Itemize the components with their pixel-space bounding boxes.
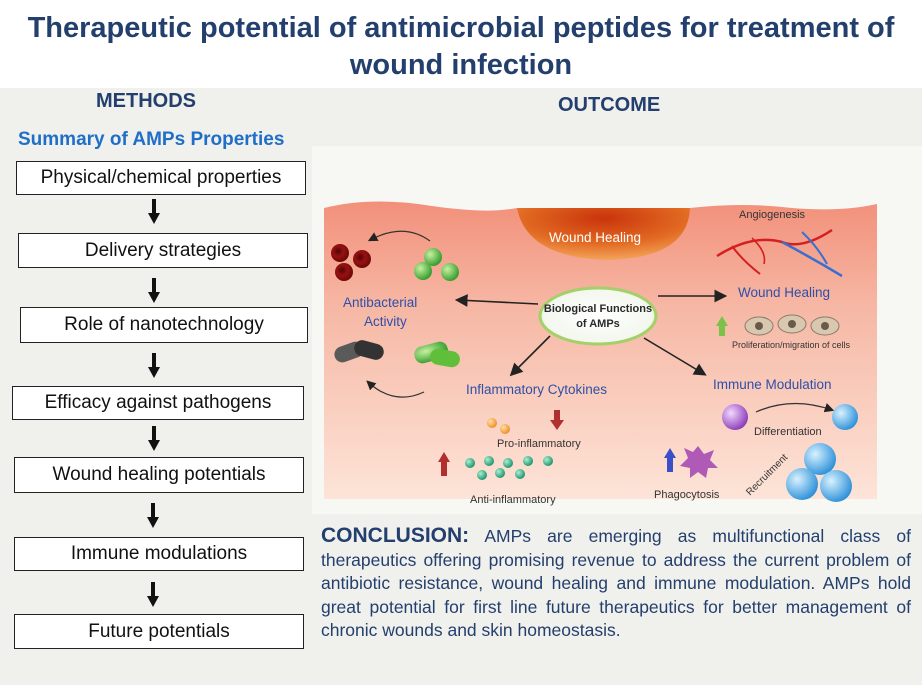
amp-sphere-icon (441, 263, 459, 281)
antibacterial-label-line2: Activity (364, 314, 407, 329)
differentiation-label: Differentiation (754, 426, 822, 438)
down-arrow-icon (148, 426, 160, 451)
down-arrow-icon (147, 582, 159, 607)
center-label-line2: of AMPs (576, 318, 620, 330)
inflammatory-cytokines-label: Inflammatory Cytokines (466, 382, 607, 397)
step-nanotechnology: Role of nanotechnology (20, 307, 308, 343)
pro-cytokine-icon (500, 424, 510, 434)
amp-sphere-icon (424, 248, 442, 266)
immune-cell-icon (786, 468, 818, 500)
center-label-line1: Biological Functions (544, 303, 652, 315)
step-immune-modulations: Immune modulations (14, 537, 304, 571)
blood-vessel-icon (716, 228, 833, 258)
monocyte-icon (722, 404, 748, 430)
bacteria-icon (353, 250, 371, 268)
cell-nucleus-icon (788, 320, 796, 328)
arrow-to-antibacterial (454, 294, 539, 307)
up-arrow-red-icon (438, 452, 450, 476)
cell-nucleus-icon (755, 322, 763, 330)
down-arrow-icon (148, 353, 160, 378)
up-arrow-blue-icon (664, 448, 676, 472)
up-arrow-green-icon (716, 316, 728, 336)
immune-cell-icon (820, 470, 852, 502)
blood-vessel-icon (801, 231, 828, 265)
bacteria-icon (335, 263, 353, 281)
wound-healing-top-label: Wound Healing (549, 230, 641, 245)
conclusion-label: CONCLUSION: (321, 524, 470, 547)
header-band: Therapeutic potential of antimicrobial p… (0, 0, 922, 88)
step-physical-chemical: Physical/chemical properties (16, 161, 306, 195)
angiogenesis-label: Angiogenesis (739, 209, 806, 221)
step-efficacy-pathogens: Efficacy against pathogens (12, 386, 304, 420)
down-arrow-icon (148, 278, 160, 303)
bacteria-icon (331, 244, 349, 262)
amp-sphere-icon (414, 262, 432, 280)
blood-vessel-icon (751, 237, 766, 265)
differentiation-arrow (755, 402, 835, 413)
phagocyte-icon (680, 446, 718, 478)
step-wound-healing: Wound healing potentials (14, 457, 304, 493)
poster-title: Therapeutic potential of antimicrobial p… (27, 12, 895, 81)
pro-inflammatory-label: Pro-inflammatory (497, 438, 581, 450)
step-delivery-strategies: Delivery strategies (18, 233, 308, 268)
methods-heading: METHODS (96, 90, 196, 112)
blood-vessel-icon (781, 240, 843, 278)
blood-vessel-icon (731, 245, 761, 275)
cycle-arrow (367, 230, 431, 242)
anti-inflammatory-label: Anti-inflammatory (470, 494, 556, 506)
macrophage-icon (832, 404, 858, 430)
amp-functions-diagram: Wound Healing Biological Functions of AM… (312, 146, 922, 514)
wound-bed (517, 208, 690, 260)
outcome-heading: OUTCOME (558, 94, 661, 116)
cycle-arrow (366, 380, 425, 398)
wound-healing-right-label: Wound Healing (738, 285, 830, 300)
summary-heading: Summary of AMPs Properties (18, 129, 285, 150)
damaged-bacteria-icon (354, 340, 384, 360)
immune-modulation-label: Immune Modulation (713, 377, 832, 392)
amp-rod-icon (430, 348, 460, 368)
arrow-to-cytokines (509, 335, 551, 377)
pro-cytokine-icon (487, 418, 497, 428)
step-future-potentials: Future potentials (14, 614, 304, 649)
down-arrow-red-icon (550, 410, 564, 430)
arrow-to-immune (643, 337, 707, 376)
conclusion-text: AMPs are emerging as multifunctional cla… (321, 526, 911, 640)
down-arrow-icon (148, 199, 160, 224)
phagocytosis-label: Phagocytosis (654, 489, 720, 501)
proliferation-label: Proliferation/migration of cells (732, 340, 851, 350)
immune-cell-icon (804, 443, 836, 475)
conclusion-block: CONCLUSION: AMPs are emerging as multifu… (321, 524, 911, 643)
cell-nucleus-icon (821, 322, 829, 330)
antibacterial-label-line1: Antibacterial (343, 295, 417, 310)
down-arrow-icon (147, 503, 159, 528)
anti-cytokines-cluster (465, 456, 553, 480)
biological-functions-node (538, 286, 658, 346)
